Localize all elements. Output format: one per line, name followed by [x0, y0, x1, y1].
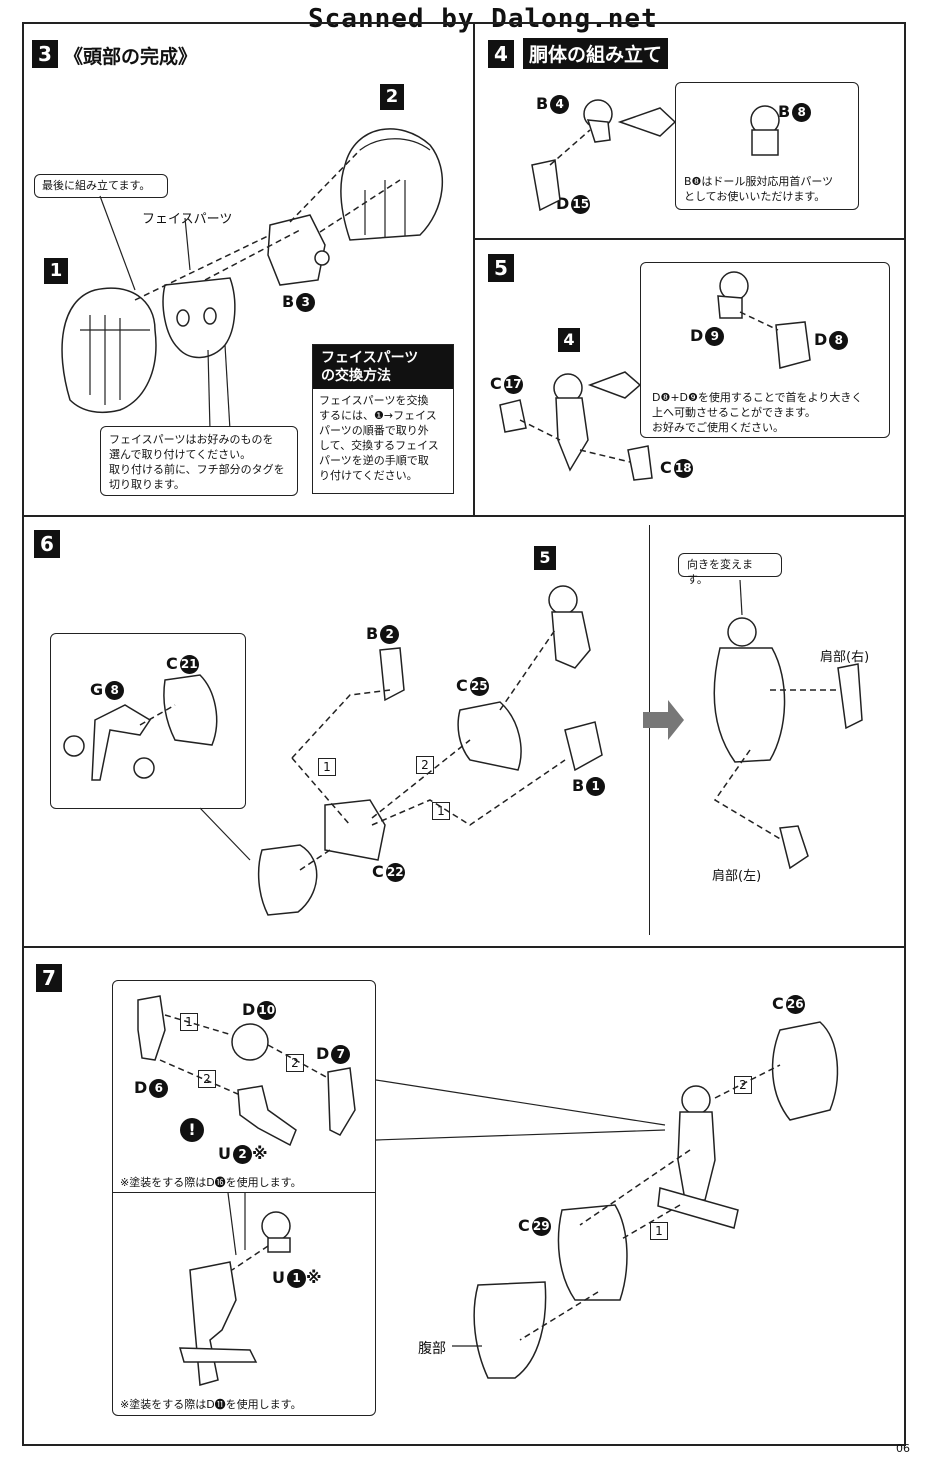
- page-frame: [22, 22, 906, 1446]
- divider: [473, 22, 475, 516]
- step-number: 7: [36, 964, 62, 992]
- order-1: 1: [650, 1222, 668, 1240]
- callout-4: 4: [558, 328, 580, 352]
- divider: [22, 515, 906, 517]
- callout-2: 2: [380, 84, 404, 110]
- divider: [112, 1192, 376, 1193]
- divider: [22, 946, 906, 948]
- d8-d9-note: D❽+D❾を使用することで首をより大きく 上へ可動させることができます。 お好み…: [652, 391, 863, 434]
- order-2: 2: [286, 1054, 304, 1072]
- step-title: 《頭部の完成》: [64, 46, 198, 68]
- watermark: Scanned by Dalong.net: [308, 4, 658, 34]
- step-number: 4: [488, 40, 514, 68]
- step-title: 胴体の組み立て: [523, 38, 669, 69]
- caution-icon: !: [180, 1118, 204, 1142]
- paint-note-1: ※塗装をする際はD⓰を使用します。: [120, 1176, 302, 1189]
- paint-note-2: ※塗装をする際はD⓫を使用します。: [120, 1398, 302, 1411]
- b8-note: B❽はドール服対応用首パーツ としてお使いいただけます。: [684, 175, 834, 203]
- detail-panel: [50, 633, 246, 809]
- face-parts-note: フェイスパーツはお好みのものを 選んで取り付けてください。 取り付ける前に、フチ…: [100, 426, 298, 496]
- face-swap-box: フェイスパーツ の交換方法 フェイスパーツを交換 するには、❶→フェイス パーツ…: [312, 344, 454, 494]
- callout-5: 5: [534, 546, 556, 570]
- order-2: 2: [198, 1070, 216, 1088]
- step-number: 3: [32, 40, 58, 68]
- order-1: 1: [318, 758, 336, 776]
- leg-detail-panel: [112, 980, 376, 1416]
- face-parts-label: フェイスパーツ: [142, 212, 233, 227]
- order-1: 1: [432, 802, 450, 820]
- abdomen-label: 腹部: [418, 1341, 446, 1357]
- step-number: 6: [34, 530, 60, 558]
- order-2: 2: [416, 756, 434, 774]
- note-turn: 向きを変えます。: [678, 553, 782, 586]
- divider: [474, 238, 906, 240]
- shoulder-right-label: 肩部(右): [820, 650, 870, 665]
- shoulder-left-label: 肩部(左): [712, 869, 762, 884]
- face-swap-body: フェイスパーツを交換 するには、❶→フェイス パーツの順番で取り外 して、交換す…: [319, 394, 439, 482]
- callout-1: 1: [44, 258, 68, 284]
- divider: [649, 525, 650, 935]
- alt-part-panel: [675, 82, 859, 210]
- page-number: 06: [896, 1442, 910, 1455]
- order-2: 2: [734, 1076, 752, 1094]
- face-swap-title: フェイスパーツ の交換方法: [313, 345, 453, 389]
- note-last: 最後に組み立てます。: [34, 174, 168, 198]
- alt-neck-panel: [640, 262, 890, 438]
- step-number: 5: [488, 254, 514, 282]
